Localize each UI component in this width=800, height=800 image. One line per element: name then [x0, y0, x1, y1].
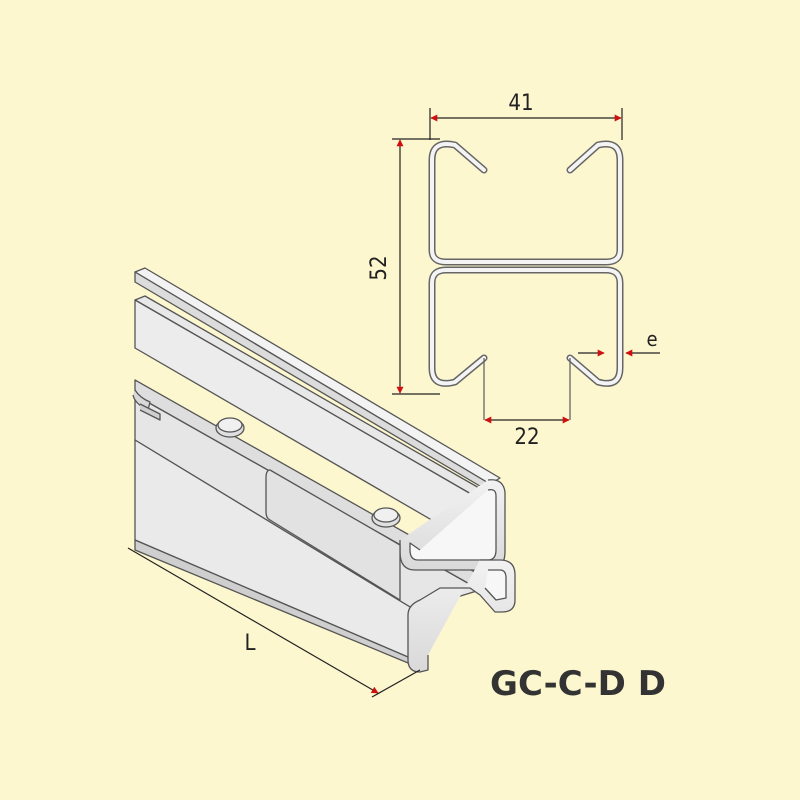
dimension-height: 52	[367, 138, 440, 395]
dimension-length-label: L	[244, 631, 255, 656]
cross-section-profile	[428, 140, 624, 420]
channel-3d-view	[132, 267, 516, 673]
dimension-width-label: 41	[508, 91, 533, 116]
dimension-slot: 22	[484, 416, 570, 450]
dimension-thickness: e	[578, 327, 660, 357]
dimension-thickness-label: e	[646, 327, 657, 351]
dimension-width: 41	[429, 91, 623, 140]
dimension-slot-label: 22	[514, 425, 539, 450]
product-code-label: GC-C-D D	[490, 664, 666, 704]
dimension-height-label: 52	[367, 255, 392, 280]
dimension-length: L	[127, 547, 421, 698]
